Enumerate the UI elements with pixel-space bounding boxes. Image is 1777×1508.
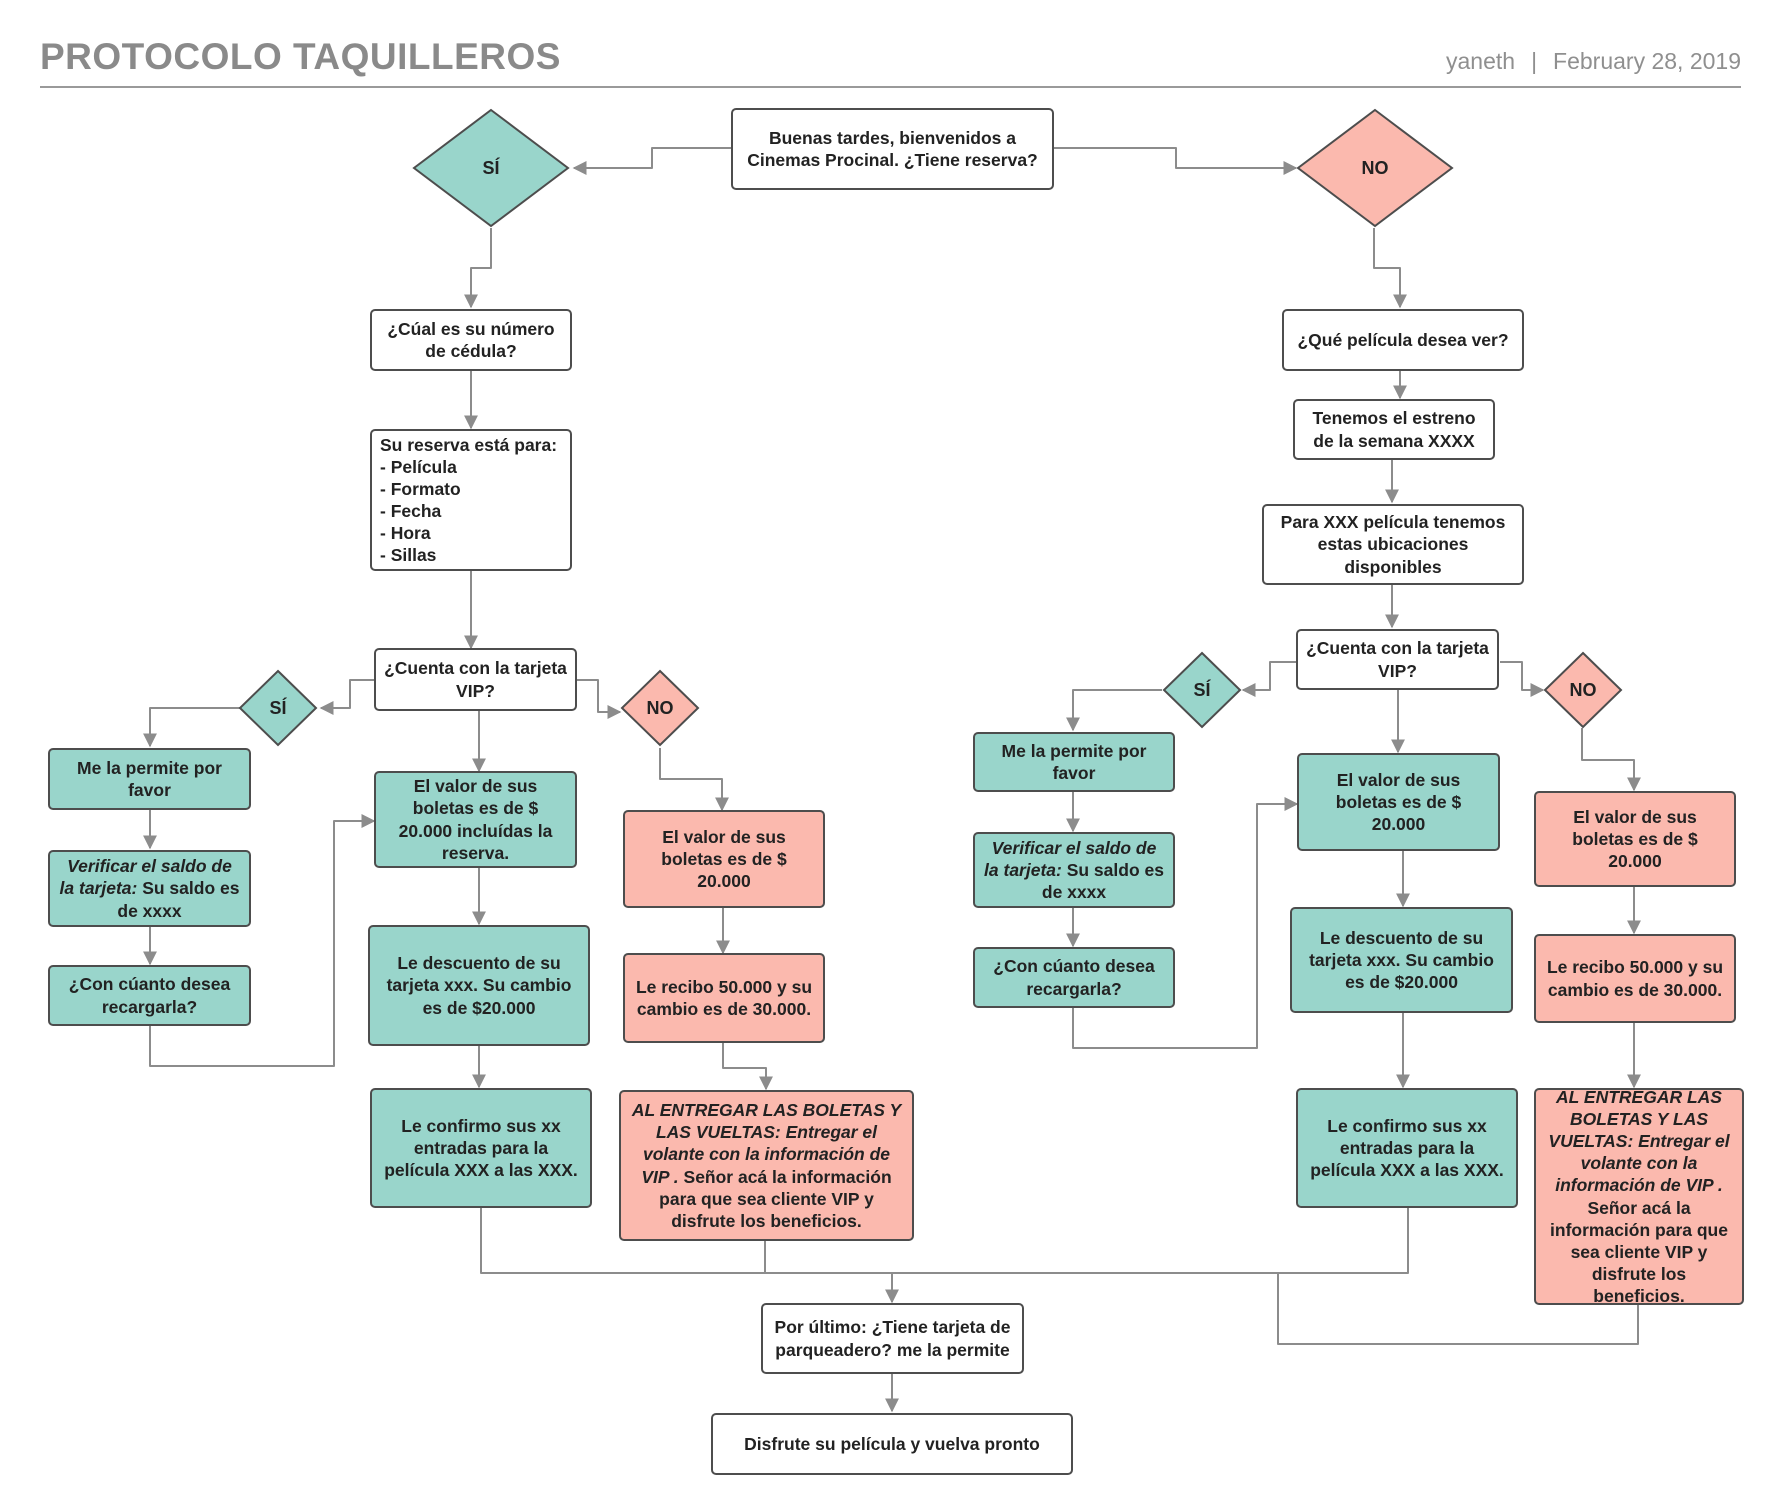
decision-si-label: SÍ: [482, 157, 500, 178]
verificar-emphasis: Verificar el saldo de la tarjeta:: [59, 856, 232, 899]
arrow-recibo-to-entregar: [722, 1043, 773, 1091]
permite-box-left: Me la permite por favor: [48, 748, 251, 810]
entregar-emphasis: AL ENTREGAR LAS BOLETAS Y LAS VUELTAS: E…: [1548, 1087, 1730, 1196]
entregar-text: Señor acá la información para que sea cl…: [659, 1166, 892, 1231]
recibo-box-right: Le recibo 50.000 y su cambio es de 30.00…: [1534, 934, 1736, 1023]
arrow-greeting-to-no: [1054, 147, 1298, 175]
verificar-box-right: Verificar el saldo de la tarjeta: Su sal…: [973, 832, 1175, 908]
author: yaneth: [1446, 48, 1516, 74]
arrow-si-to-permite: [143, 707, 240, 748]
entregar-emphasis: AL ENTREGAR LAS BOLETAS Y LAS VUELTAS: E…: [631, 1100, 902, 1187]
cedula-box: ¿Cúal es su número de cédula?: [370, 309, 572, 371]
arrow-si-to-cedula: [464, 228, 492, 309]
reserva-item: - Formato: [380, 478, 461, 499]
arrow-vip-to-si: [319, 679, 374, 715]
header-divider: [40, 86, 1741, 88]
vip-question-left: ¿Cuenta con la tarjeta VIP?: [374, 648, 577, 711]
permite-box-right: Me la permite por favor: [973, 732, 1175, 792]
confirmo-box-left: Le confirmo sus xx entradas para la pelí…: [370, 1088, 592, 1208]
arrow-vip-to-si-right: [1241, 661, 1296, 697]
arrow-vip-to-no: [577, 679, 622, 719]
verificar-text: Su saldo es de xxxx: [1041, 859, 1164, 903]
arrow-vip-to-no-right: [1500, 661, 1545, 697]
valor-box-right: El valor de sus boletas es de $ 20.000: [1297, 753, 1500, 851]
reserva-item: - Película: [380, 456, 457, 477]
date: February 28, 2019: [1553, 48, 1741, 74]
page-title: PROTOCOLO TAQUILLEROS: [40, 36, 561, 77]
decision-label: NO: [1569, 679, 1597, 700]
confirmo-box-right: Le confirmo sus xx entradas para la pelí…: [1296, 1088, 1518, 1208]
valor-pink-box-right: El valor de sus boletas es de $ 20.000: [1534, 791, 1736, 887]
valor-pink-box-left: El valor de sus boletas es de $ 20.000: [623, 810, 825, 908]
parqueadero-box: Por último: ¿Tiene tarjeta de parqueader…: [761, 1303, 1024, 1374]
reserva-title: Su reserva está para:: [380, 434, 558, 455]
decision-no: NO: [1296, 108, 1454, 228]
verificar-box-left: Verificar el saldo de la tarjeta: Su sal…: [48, 850, 251, 927]
arrow-no-to-valor-pink: [659, 748, 729, 812]
despedida-box: Disfrute su película y vuelva pronto: [711, 1413, 1073, 1475]
decision-label: SÍ: [1193, 679, 1211, 700]
ubicaciones-box: Para XXX película tenemos estas ubicacio…: [1262, 504, 1524, 585]
merge-right-entregar: [1277, 1273, 1639, 1345]
arrow-no-to-valor-pink-right: [1581, 728, 1641, 792]
arrow-no-to-pelicula: [1373, 228, 1407, 309]
arrow-recargar-to-valor: [149, 814, 376, 1067]
decision-label: SÍ: [269, 697, 287, 718]
arrow-greeting-to-si: [572, 147, 731, 175]
recargar-box-right: ¿Con cúanto desea recargarla?: [973, 947, 1175, 1008]
pelicula-box: ¿Qué película desea ver?: [1282, 309, 1524, 371]
reserva-item: - Sillas: [380, 545, 437, 566]
entregar-text: Señor acá la información para que sea cl…: [1550, 1197, 1728, 1306]
decision-no-right-vip: NO: [1543, 651, 1623, 729]
decision-no-left-vip: NO: [620, 669, 700, 747]
decision-si-right-vip: SÍ: [1162, 651, 1242, 729]
reserva-item: - Hora: [380, 523, 431, 544]
recibo-box-left: Le recibo 50.000 y su cambio es de 30.00…: [623, 953, 825, 1043]
arrow-recargar-to-valor-right: [1072, 797, 1299, 1049]
greeting-box: Buenas tardes, bienvenidos a Cinemas Pro…: [731, 108, 1054, 190]
valor-box-left: El valor de sus boletas es de $ 20.000 i…: [374, 771, 577, 868]
entregar-box-right: AL ENTREGAR LAS BOLETAS Y LAS VUELTAS: E…: [1534, 1087, 1744, 1306]
arrow-si-to-permite-right: [1066, 689, 1162, 732]
reserva-item: - Fecha: [380, 501, 442, 521]
merge-right-confirmo: [892, 1208, 1409, 1274]
decision-no-label: NO: [1361, 157, 1389, 178]
decision-label: NO: [646, 697, 674, 718]
decision-si-left-vip: SÍ: [238, 669, 318, 747]
reserva-box: Su reserva está para: - Película - Forma…: [370, 429, 572, 571]
descuento-box-right: Le descuento de su tarjeta xxx. Su cambi…: [1290, 907, 1513, 1013]
decision-si: SÍ: [412, 108, 570, 228]
verificar-emphasis: Verificar el saldo de la tarjeta:: [984, 837, 1157, 880]
recargar-box-left: ¿Con cúanto desea recargarla?: [48, 965, 251, 1026]
estreno-box: Tenemos el estreno de la semana XXXX: [1293, 399, 1495, 460]
merge-left-confirmo: [480, 1208, 892, 1274]
entregar-box-left: AL ENTREGAR LAS BOLETAS Y LAS VUELTAS: E…: [619, 1090, 914, 1241]
verificar-text: Su saldo es de xxxx: [117, 878, 240, 921]
meta-separator: |: [1531, 48, 1538, 74]
page-meta: yaneth | February 28, 2019: [1446, 48, 1741, 75]
vip-question-right: ¿Cuenta con la tarjeta VIP?: [1296, 629, 1499, 690]
descuento-box-left: Le descuento de su tarjeta xxx. Su cambi…: [368, 925, 590, 1046]
